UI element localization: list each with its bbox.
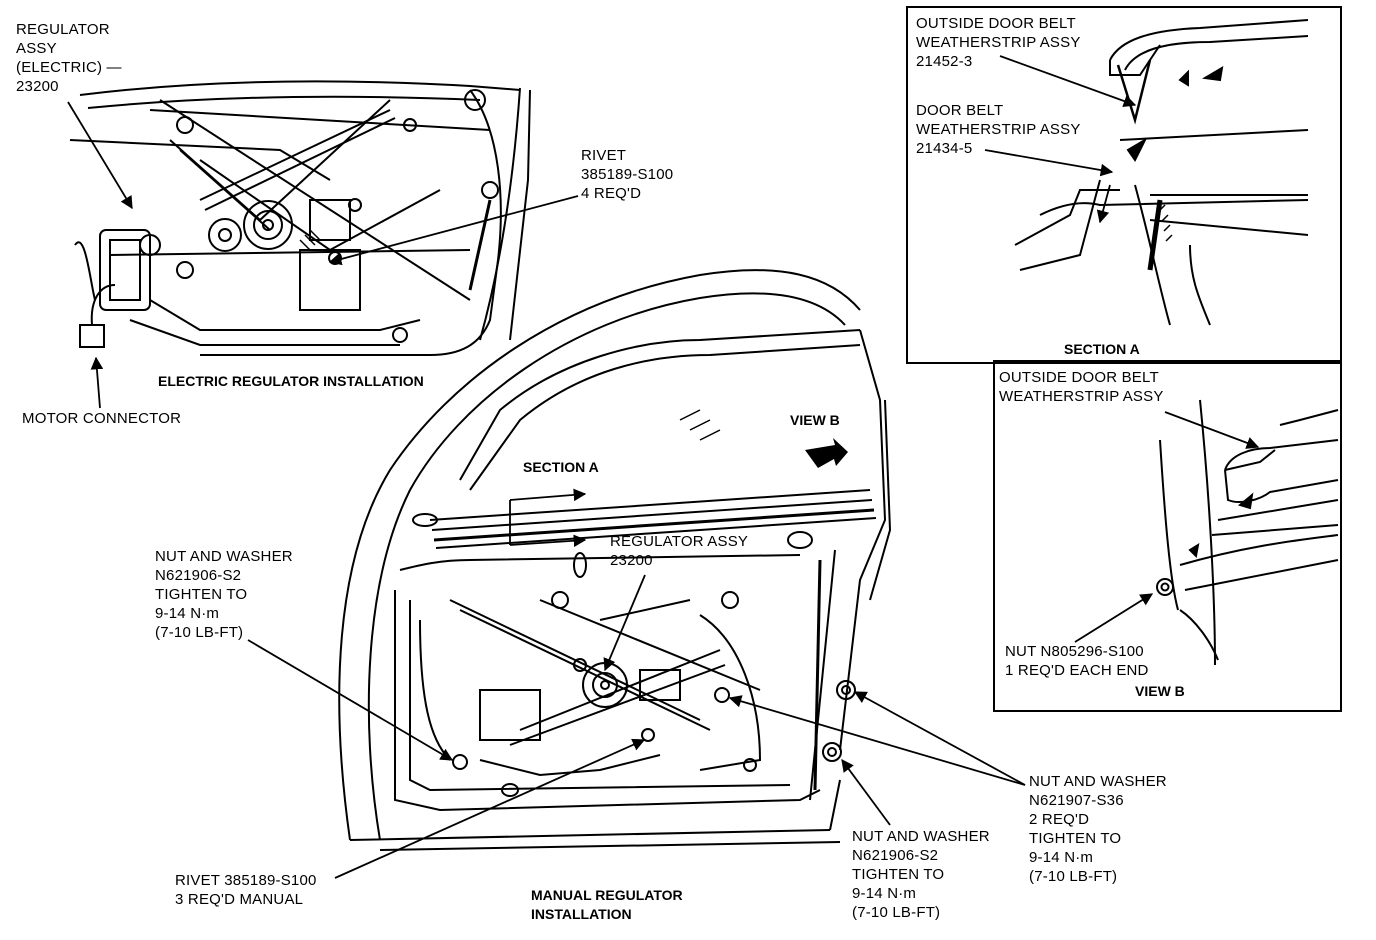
view-b-frame <box>993 360 1342 712</box>
section-a-door-belt-label: DOOR BELT WEATHERSTRIP ASSY 21434-5 <box>916 102 1081 157</box>
nut-washer-right-label: NUT AND WASHER N621907-S36 2 REQ'D TIGHT… <box>1029 773 1167 885</box>
view-b-caption: VIEW B <box>1135 683 1185 699</box>
manual-regulator-label: REGULATOR ASSY 23200 <box>610 533 749 569</box>
view-b-arrow <box>805 438 848 468</box>
view-b-nut-label: NUT N805296-S100 1 REQ'D EACH END <box>1005 643 1149 679</box>
section-a-leaders <box>984 55 1152 224</box>
nut-washer-left-label: NUT AND WASHER N621906-S2 TIGHTEN TO 9-1… <box>155 548 293 641</box>
section-a-outside-belt-label: OUTSIDE DOOR BELT WEATHERSTRIP ASSY 2145… <box>916 15 1081 70</box>
motor-connector-label: MOTOR CONNECTOR <box>22 410 182 427</box>
electric-regulator-drawing <box>69 80 531 356</box>
section-a-marker: SECTION A <box>523 459 599 475</box>
view-b-drawing <box>1156 399 1339 666</box>
manual-leaders <box>247 488 1026 879</box>
view-b-leaders <box>1074 411 1260 643</box>
view-b-outside-belt-label: OUTSIDE DOOR BELT WEATHERSTRIP ASSY <box>999 369 1164 405</box>
section-a-frame <box>906 6 1342 364</box>
electric-regulator-label: REGULATOR ASSY (ELECTRIC) — 23200 <box>16 21 122 95</box>
electric-leaders <box>67 101 579 409</box>
nut-washer-bottom-label: NUT AND WASHER N621906-S2 TIGHTEN TO 9-1… <box>852 828 990 921</box>
manual-caption: MANUAL REGULATOR INSTALLATION <box>531 887 683 922</box>
electric-caption: ELECTRIC REGULATOR INSTALLATION <box>158 373 424 389</box>
section-a-drawing <box>1014 19 1309 326</box>
manual-rivet-label: RIVET 385189-S100 3 REQ'D MANUAL <box>175 872 317 908</box>
view-b-marker: VIEW B <box>790 412 840 428</box>
section-a-caption: SECTION A <box>1064 341 1140 357</box>
manual-regulator-drawing <box>338 269 892 851</box>
electric-rivet-label: RIVET 385189-S100 4 REQ'D <box>581 147 674 202</box>
